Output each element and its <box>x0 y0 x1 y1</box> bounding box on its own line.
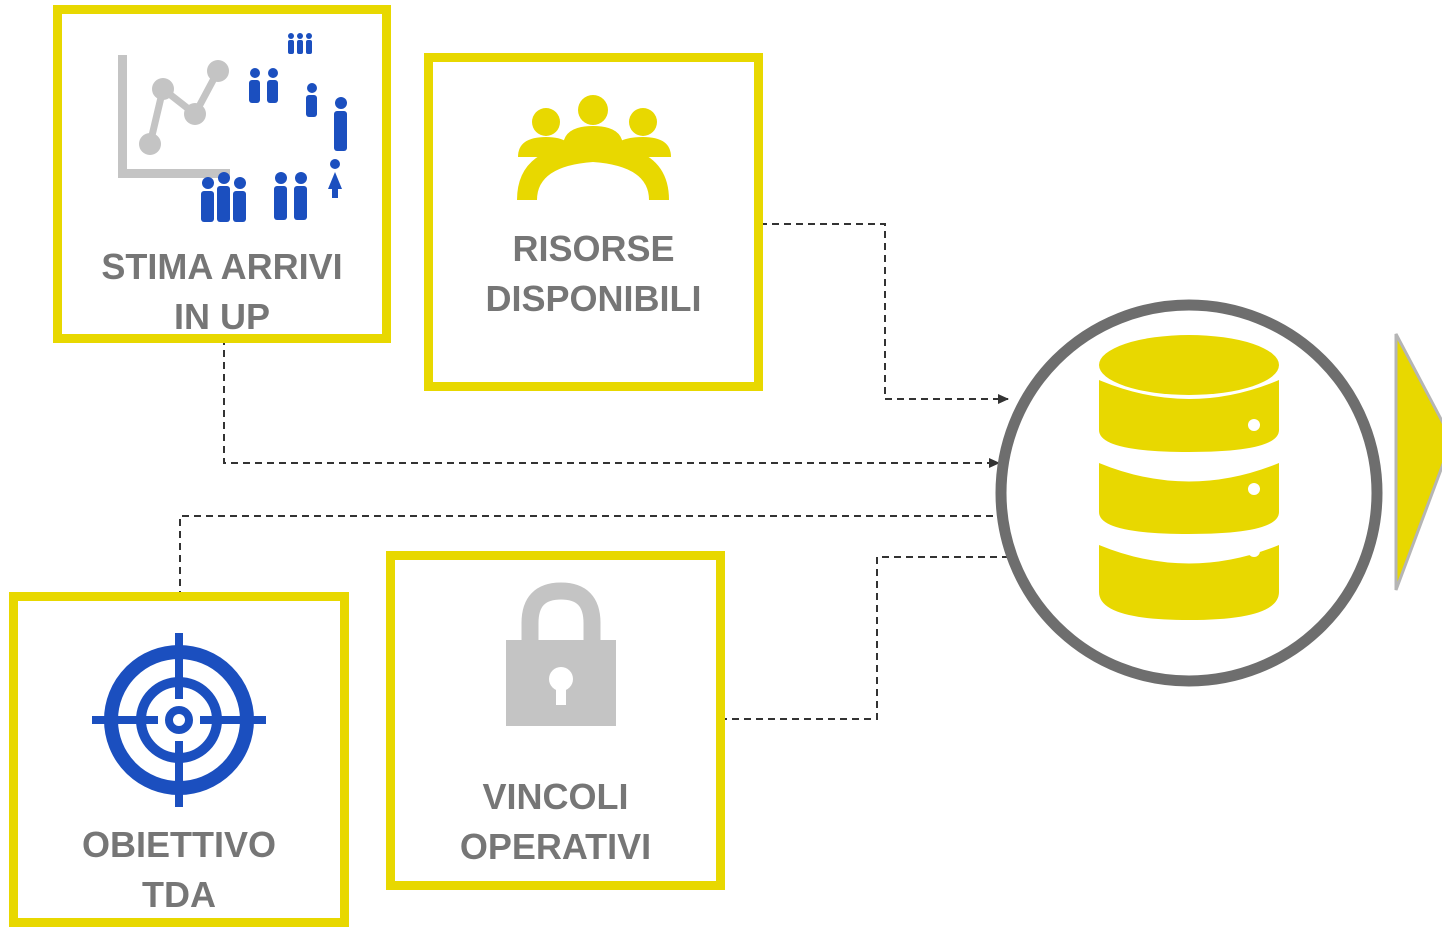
target-icon <box>92 633 266 807</box>
node-vincoli-label: VINCOLI OPERATIVI <box>395 772 716 872</box>
node-stima-arrivi: STIMA ARRIVI IN UP <box>53 5 391 343</box>
connector-obiettivo <box>179 511 1012 598</box>
connector-risorse <box>760 223 1009 404</box>
node-stima-label: STIMA ARRIVI IN UP <box>62 242 382 342</box>
connector-vincoli <box>720 552 1028 720</box>
node-obiettivo-label-line2: TDA <box>142 874 216 915</box>
node-stima-label-line2: IN UP <box>173 296 270 337</box>
people-trend-icon <box>118 33 347 222</box>
node-obiettivo-tda: OBIETTIVO TDA <box>9 592 349 927</box>
database-icon <box>1099 335 1279 620</box>
people-group-icon <box>201 33 347 222</box>
connector-stima <box>223 338 1000 468</box>
padlock-icon <box>506 582 616 726</box>
node-obiettivo-label-line1: OBIETTIVO <box>81 824 276 865</box>
node-risorse-label: RISORSE DISPONIBILI <box>433 224 754 324</box>
node-risorse-disponibili: RISORSE DISPONIBILI <box>424 53 763 391</box>
node-obiettivo-label: OBIETTIVO TDA <box>18 820 340 920</box>
node-vincoli-label-line1: VINCOLI <box>482 776 629 817</box>
team-meeting-icon <box>517 95 671 200</box>
arrow-right-icon <box>1394 333 1442 591</box>
node-stima-label-line1: STIMA ARRIVI <box>101 246 343 287</box>
node-risorse-label-line2: DISPONIBILI <box>485 278 702 319</box>
node-vincoli-operativi: VINCOLI OPERATIVI <box>386 551 725 890</box>
node-risorse-label-line1: RISORSE <box>512 228 675 269</box>
hub-node <box>995 299 1383 687</box>
node-vincoli-label-line2: OPERATIVI <box>459 826 652 867</box>
